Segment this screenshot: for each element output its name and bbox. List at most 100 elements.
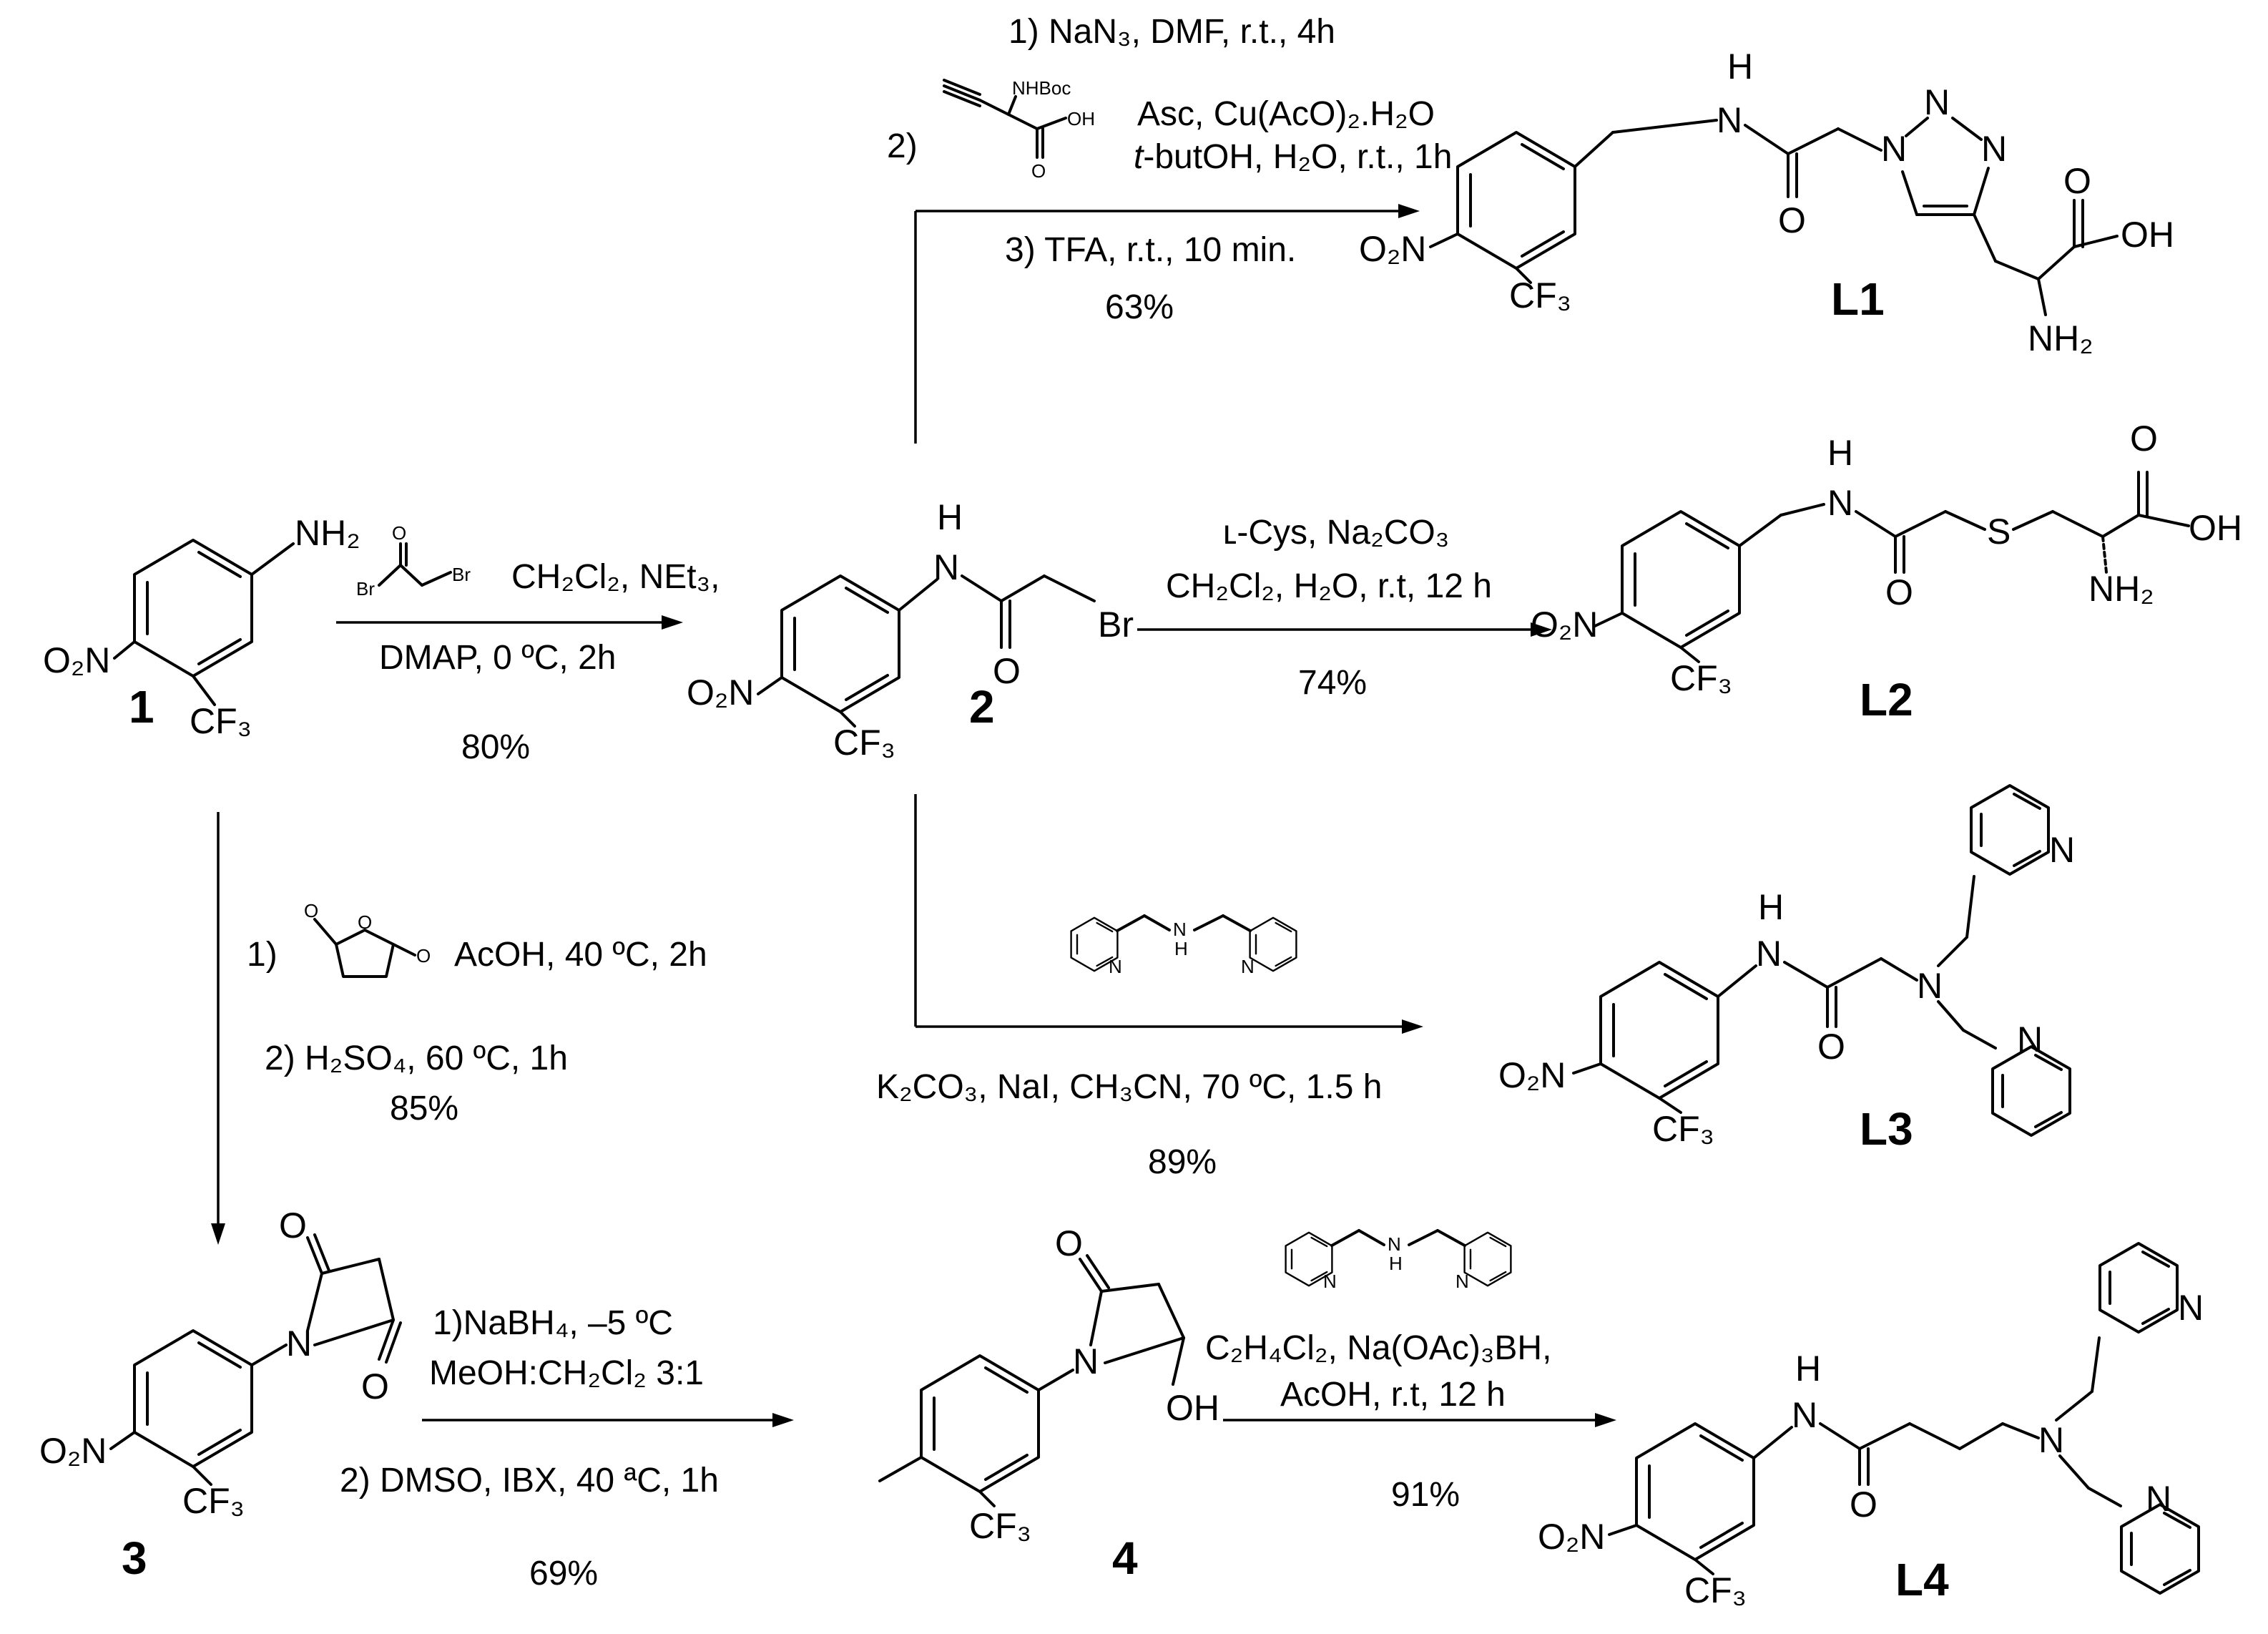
c3-no2: O₂N — [39, 1431, 107, 1471]
L3-no2: O₂N — [1498, 1055, 1566, 1095]
L1-o: O — [1778, 200, 1806, 240]
dpa2-n: N — [1388, 1233, 1401, 1255]
c4-n: N — [1073, 1341, 1099, 1381]
r12-yield: 80% — [461, 728, 530, 766]
L3-h: H — [1758, 887, 1784, 927]
rL1-line3: t-butOH, H₂O, r.t., 1h — [1134, 138, 1452, 176]
anhydride-o2: O — [416, 945, 431, 967]
dpa2-h: H — [1389, 1253, 1403, 1274]
compound-L3: H N O N N N O₂N CF₃ L3 — [1498, 784, 2075, 1155]
dpa-h: H — [1174, 938, 1188, 959]
L2-h: H — [1827, 433, 1853, 473]
r34-line2: MeOH:CH₂Cl₂ 3:1 — [429, 1354, 704, 1392]
L4-amine-n: N — [2038, 1420, 2064, 1460]
anhydride-o-ring: O — [358, 911, 372, 933]
r13-line2: 2) H₂SO₄, 60 ºC, 1h — [265, 1039, 568, 1077]
reaction-1-to-3: 1) O O O AcOH, 40 ºC, 2h 2) H₂SO₄, 60 ºC… — [211, 812, 707, 1245]
reaction-3-to-4: 1)NaBH₄, –5 ºC MeOH:CH₂Cl₂ 3:1 2) DMSO, … — [340, 1304, 794, 1593]
rL1-o: O — [1031, 160, 1046, 182]
rL1-line1: 1) NaN₃, DMF, r.t., 4h — [1008, 13, 1335, 51]
dpa2-n1: N — [1323, 1271, 1337, 1292]
L1-n: N — [1717, 100, 1742, 140]
r34-line1: 1)NaBH₄, –5 ºC — [433, 1304, 673, 1342]
reaction-2-to-L1: 1) NaN₃, DMF, r.t., 4h 2) NHBoc OH O Asc… — [887, 13, 1452, 444]
r13-line1: AcOH, 40 ºC, 2h — [454, 936, 707, 974]
L2-nh2: NH₂ — [2088, 569, 2154, 609]
L2-s: S — [1987, 512, 2011, 552]
compound-L4: H N O N N N O₂N CF₃ L4 — [1538, 1242, 2204, 1610]
L4-o: O — [1850, 1484, 1877, 1525]
anhydride-o1: O — [304, 900, 318, 921]
c2-cf3: CF₃ — [833, 723, 895, 763]
reaction-2-to-L3: N H N N K₂CO₃, NaI, CH₃CN, 70 ºC, 1.5 h … — [876, 794, 1423, 1181]
L4-py-n2: N — [2146, 1479, 2171, 1519]
L2-no2: O₂N — [1531, 605, 1598, 645]
c1-no2: O₂N — [43, 640, 110, 680]
L3-o: O — [1817, 1027, 1845, 1067]
L2-o: O — [1885, 572, 1913, 612]
c3-o-top: O — [279, 1205, 307, 1246]
reagent-br-left: Br — [356, 578, 375, 600]
dpa-n1: N — [1109, 956, 1122, 977]
r34-yield: 69% — [529, 1555, 598, 1593]
L2-n: N — [1827, 483, 1853, 523]
L1-tri-n1: N — [1881, 129, 1907, 169]
L1-tri-n2: N — [1924, 82, 1950, 122]
c3-cf3: CF₃ — [182, 1481, 245, 1521]
L1-h: H — [1727, 47, 1753, 87]
compound-4: N O OH CF₃ 4 — [878, 1223, 1219, 1584]
L4-h: H — [1795, 1349, 1821, 1389]
rL2-line1: ʟ-Cys, Na₂CO₃ — [1223, 514, 1449, 552]
compound-3: N O O O₂N CF₃ 3 — [39, 1205, 402, 1584]
L1-no2: O₂N — [1359, 229, 1426, 269]
L1-acid-o: O — [2063, 161, 2091, 201]
rL2-line2: CH₂Cl₂, H₂O, r.t, 12 h — [1166, 567, 1492, 605]
r13-yield: 85% — [390, 1090, 458, 1127]
L4-label: L4 — [1895, 1554, 1949, 1605]
rL1-line2: Asc, Cu(AcO)₂.H₂O — [1137, 95, 1435, 133]
rL3-line1: K₂CO₃, NaI, CH₃CN, 70 ºC, 1.5 h — [876, 1068, 1382, 1106]
L2-cf3: CF₃ — [1670, 658, 1732, 698]
rL4-yield: 91% — [1391, 1476, 1460, 1514]
L3-py-n1: N — [2049, 830, 2075, 870]
compound-L1: H N O N N N O OH NH₂ O₂N CF₃ L1 — [1359, 47, 2174, 358]
rL3-yield: 89% — [1148, 1143, 1217, 1181]
L3-amine-n: N — [1917, 966, 1943, 1006]
dpa-n2: N — [1241, 956, 1255, 977]
c4-oh: OH — [1166, 1388, 1219, 1428]
L4-cf3: CF₃ — [1684, 1570, 1747, 1610]
reaction-1-to-2: Br O Br CH₂Cl₂, NEt₃, DMAP, 0 ºC, 2h 80% — [336, 522, 720, 766]
rL4-line1: C₂H₄Cl₂, Na(OAc)₃BH, — [1205, 1329, 1551, 1367]
c1-label: 1 — [129, 681, 154, 733]
c2-label: 2 — [969, 681, 995, 733]
rL1-line4: 3) TFA, r.t., 10 min. — [1005, 231, 1296, 269]
reagent-br-right: Br — [452, 564, 471, 585]
c2-no2: O₂N — [687, 672, 754, 713]
dpa2-n2: N — [1455, 1271, 1469, 1292]
L2-oh: OH — [2189, 508, 2242, 548]
rL1-yield: 63% — [1105, 288, 1174, 326]
rL1-oh: OH — [1067, 108, 1095, 129]
rL1-nhboc: NHBoc — [1012, 77, 1071, 99]
c3-label: 3 — [122, 1532, 147, 1584]
compound-1: NH₂ O₂N CF₃ 1 — [43, 513, 360, 741]
c4-o: O — [1055, 1223, 1083, 1263]
L2-acid-o: O — [2130, 419, 2158, 459]
L3-py-n2: N — [2017, 1019, 2043, 1060]
dpa-n: N — [1173, 919, 1187, 940]
L1-tri-n3: N — [1981, 129, 2007, 169]
L3-label: L3 — [1860, 1103, 1913, 1155]
reaction-4-to-L4: N H N N C₂H₄Cl₂, Na(OAc)₃BH, AcOH, r.t, … — [1205, 1229, 1616, 1514]
reagent-o: O — [392, 522, 406, 544]
c2-o: O — [993, 651, 1021, 691]
rL1-step2: 2) — [887, 127, 918, 165]
L1-oh: OH — [2121, 215, 2174, 255]
rL4-line2: AcOH, r.t, 12 h — [1280, 1376, 1506, 1414]
c2-h: H — [937, 497, 963, 537]
r13-step1: 1) — [247, 936, 278, 974]
compound-L2: H N O S O OH NH₂ O₂N CF₃ L2 — [1531, 419, 2242, 725]
c4-cf3: CF₃ — [969, 1506, 1031, 1546]
c1-cf3: CF₃ — [190, 701, 252, 741]
c1-nh2: NH₂ — [295, 513, 360, 553]
